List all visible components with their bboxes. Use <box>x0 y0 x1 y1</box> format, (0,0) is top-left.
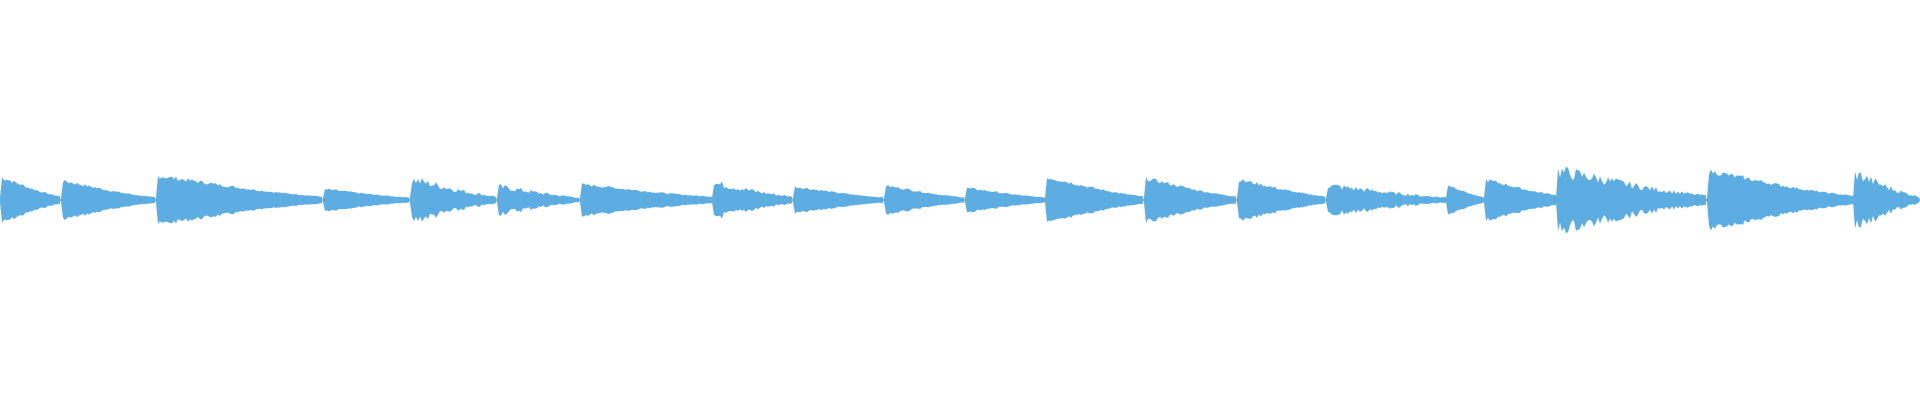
waveform-segments <box>0 166 1920 234</box>
waveform-center-line <box>0 199 1920 201</box>
